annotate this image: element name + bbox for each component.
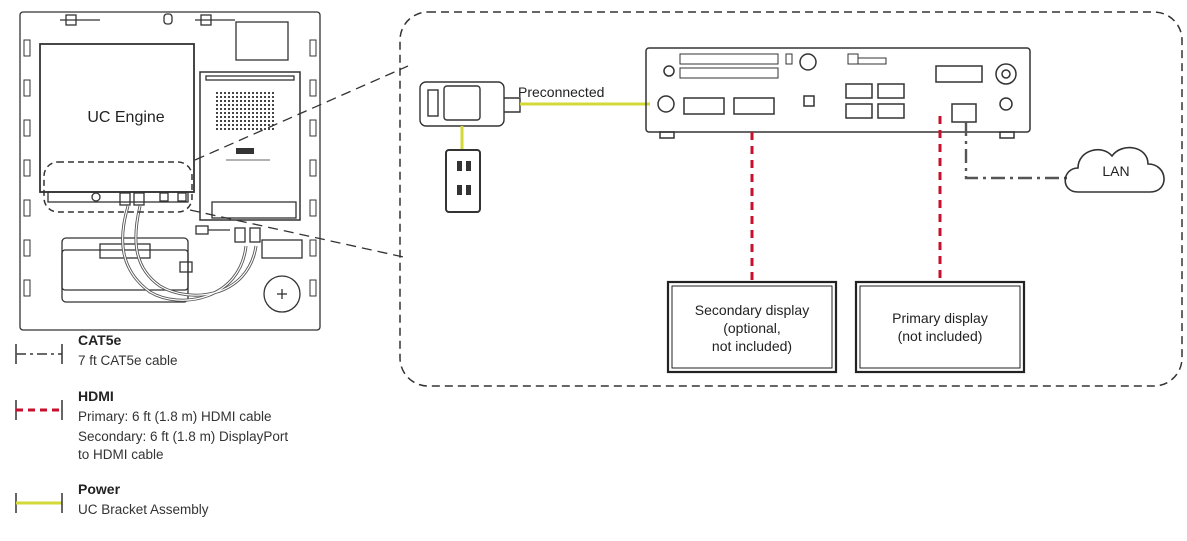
legend-power-title: Power bbox=[78, 481, 121, 497]
legend-hdmi-title: HDMI bbox=[78, 388, 114, 404]
hdmi-cables bbox=[750, 116, 942, 282]
legend-power-desc: UC Bracket Assembly bbox=[78, 502, 209, 517]
power-cables bbox=[460, 102, 650, 150]
wall-outlet bbox=[445, 149, 481, 213]
power-line-icon bbox=[15, 493, 63, 513]
lan-label: LAN bbox=[1102, 163, 1129, 179]
secondary-display bbox=[666, 280, 838, 374]
primary-display-line2: (not included) bbox=[898, 328, 983, 344]
uc-engine-rear bbox=[645, 47, 1031, 139]
zoom-guide-lower bbox=[189, 209, 409, 259]
bracket-assembly bbox=[19, 11, 321, 331]
secondary-display-line3: not included) bbox=[712, 338, 792, 354]
legend-cat5e: CAT5e 7 ft CAT5e cable bbox=[0, 332, 420, 392]
legend-hdmi: HDMI Primary: 6 ft (1.8 m) HDMI cable Se… bbox=[0, 388, 420, 462]
detail-panel bbox=[399, 11, 1183, 387]
uc-engine-label: UC Engine bbox=[87, 109, 164, 126]
codec-box bbox=[199, 71, 301, 221]
legend-hdmi-desc2: Secondary: 6 ft (1.8 m) DisplayPort bbox=[78, 429, 289, 444]
legend-hdmi-desc3: to HDMI cable bbox=[78, 447, 164, 462]
legend-cat5e-desc: 7 ft CAT5e cable bbox=[78, 353, 178, 368]
zoom-guide-upper bbox=[194, 65, 409, 161]
legend-hdmi-desc1: Primary: 6 ft (1.8 m) HDMI cable bbox=[78, 409, 272, 424]
legend-power: Power UC Bracket Assembly bbox=[0, 481, 420, 541]
cat5e-cable bbox=[964, 122, 1070, 180]
secondary-display-line2: (optional, bbox=[723, 320, 781, 336]
lan-cloud-icon bbox=[1064, 146, 1165, 193]
legend-cat5e-title: CAT5e bbox=[78, 332, 122, 348]
primary-display-line1: Primary display bbox=[892, 310, 988, 326]
power-adapter bbox=[419, 81, 521, 127]
connection-diagram: UC Engine Preconnected bbox=[19, 11, 1183, 387]
hdmi-line-icon bbox=[15, 400, 63, 420]
bracket-plate bbox=[19, 11, 321, 331]
preconnected-label: Preconnected bbox=[518, 84, 604, 100]
cat5e-line-icon bbox=[15, 344, 63, 364]
primary-display bbox=[854, 280, 1026, 374]
secondary-display-line1: Secondary display bbox=[695, 302, 809, 318]
zoom-region bbox=[43, 161, 193, 213]
